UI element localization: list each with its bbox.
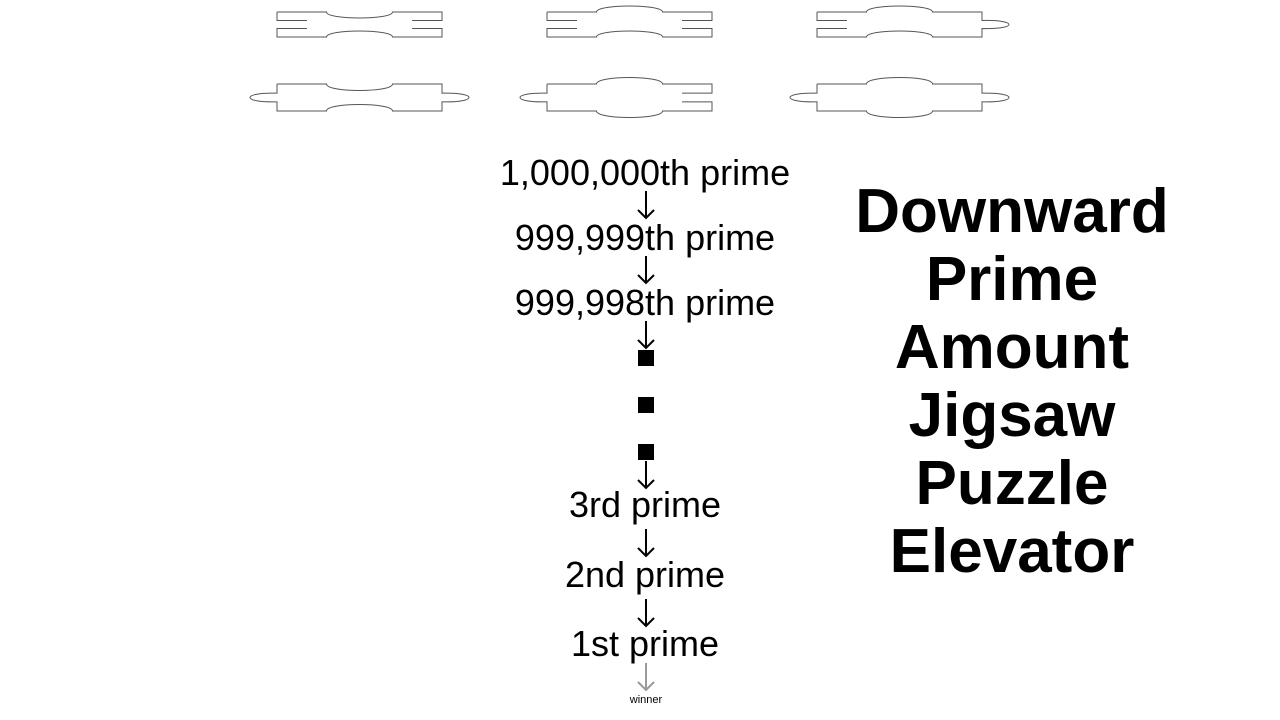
title-line: Prime — [925, 245, 1099, 314]
jigsaw-piece-6 — [789, 77, 1010, 118]
stage-3rd-prime: 3rd prime — [568, 484, 722, 525]
jigsaw-piece-2 — [546, 5, 713, 38]
title-line: Puzzle — [915, 449, 1109, 518]
down-arrow-icon — [637, 191, 655, 220]
stage-999999th-prime: 999,999th prime — [514, 217, 776, 258]
down-arrow-icon — [637, 321, 655, 350]
ellipsis-dot — [638, 444, 654, 460]
jigsaw-piece-5 — [519, 77, 713, 118]
jigsaw-pieces — [249, 5, 1010, 118]
title-line: Amount — [894, 313, 1130, 382]
ellipsis-dot — [638, 397, 654, 413]
down-arrow-icon — [637, 256, 655, 285]
page-title: Downward Prime Amount Jigsaw Puzzle Elev… — [812, 178, 1212, 586]
stage-2nd-prime: 2nd prime — [564, 554, 726, 595]
winner-label: winner — [629, 694, 663, 706]
ellipsis-dot — [638, 350, 654, 366]
stage-999998th-prime: 999,998th prime — [514, 282, 776, 323]
title-line: Jigsaw — [908, 381, 1116, 450]
down-arrow-icon — [637, 599, 655, 628]
title-line: Downward — [855, 177, 1169, 246]
jigsaw-piece-4 — [249, 83, 470, 112]
stage-1000000th-prime: 1,000,000th prime — [499, 152, 791, 193]
jigsaw-piece-1 — [276, 11, 443, 38]
stage-1st-prime: 1st prime — [570, 623, 720, 664]
title-line: Elevator — [889, 517, 1135, 586]
down-arrow-icon — [637, 461, 655, 490]
down-arrow-icon — [637, 529, 655, 558]
down-arrow-icon-gray — [637, 663, 655, 692]
jigsaw-piece-3 — [816, 5, 1010, 38]
